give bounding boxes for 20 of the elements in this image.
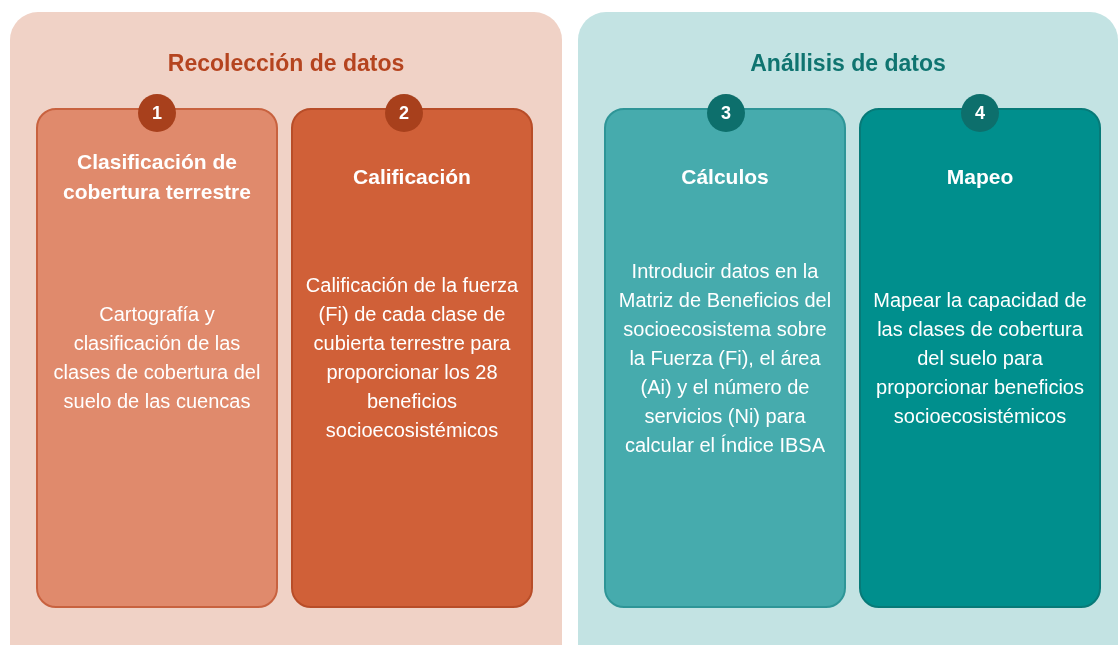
- step-number: 1: [138, 94, 176, 132]
- step-description: Calificación de la fuerza (Fi) de cada clase de cubierta terrestre para proporcionar los 28 beneficios socioecosistémicos: [304, 273, 520, 443]
- step-heading: Mapeo: [946, 164, 1014, 190]
- step-card: [36, 108, 278, 608]
- step-description: Cartografía y clasificación de las clases de cobertura del suelo de las cuencas: [52, 302, 262, 414]
- section-title: Anállisis de datos: [749, 49, 947, 78]
- section-panel: [578, 12, 1118, 645]
- step-card: [291, 108, 533, 608]
- step-heading: Cálculos: [681, 164, 769, 190]
- section-title: Recolección de datos: [166, 49, 406, 78]
- step-card: [604, 108, 846, 608]
- step-description: Introducir datos en la Matriz de Beneficios del socioecosistema sobre la Fuerza (Fi), el área (Ai) y el número de servicios (Ni) para calcular el Índice IBSA: [617, 258, 833, 458]
- step-heading: Calificación: [353, 164, 471, 190]
- step-card: [859, 108, 1101, 608]
- step-heading: Clasificación de cobertura terrestre: [62, 149, 252, 205]
- step-number: 2: [385, 94, 423, 132]
- step-number: 4: [961, 94, 999, 132]
- step-description: Mapear la capacidad de las clases de cobertura del suelo para proporcionar beneficios socioecosistémicos: [872, 287, 1088, 429]
- section-panel: [10, 12, 562, 645]
- step-number: 3: [707, 94, 745, 132]
